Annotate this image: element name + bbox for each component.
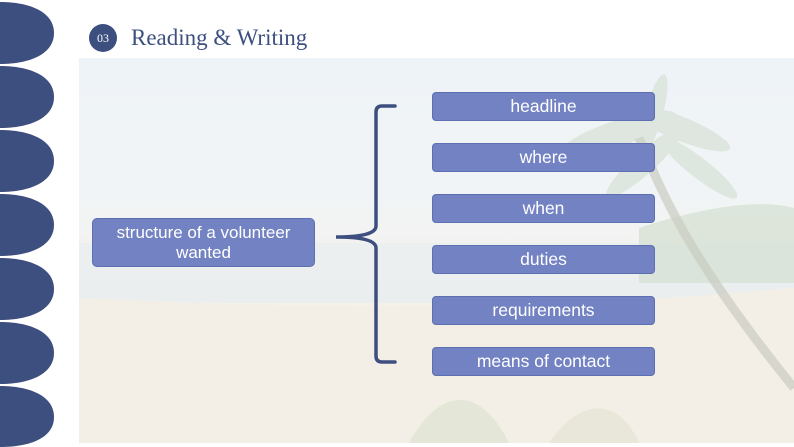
structure-item-when: when: [432, 194, 655, 223]
left-decoration: [0, 2, 54, 447]
structure-item-requirements: requirements: [432, 296, 655, 325]
section-header: 03 Reading & Writing: [89, 22, 307, 54]
structure-item-means-of-contact: means of contact: [432, 347, 655, 376]
section-title: Reading & Writing: [131, 25, 308, 50]
structure-item-where: where: [432, 143, 655, 172]
curly-brace-connector: [335, 104, 397, 364]
root-node-box: structure of a volunteer wanted: [92, 218, 315, 267]
section-number-badge: 03: [89, 24, 117, 52]
structure-item-duties: duties: [432, 245, 655, 274]
structure-item-headline: headline: [432, 92, 655, 121]
